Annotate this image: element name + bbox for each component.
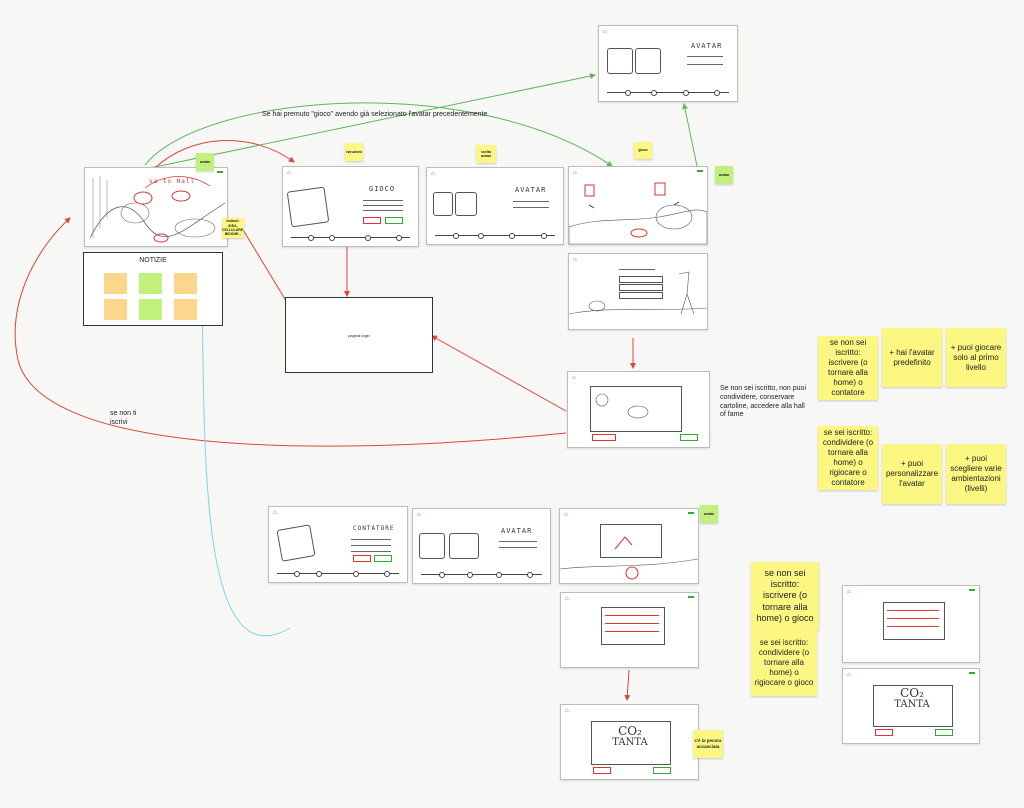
note-nr-2: + hai l'avatar predefinito <box>882 328 942 387</box>
sticky-bottoni: bottoni: IDEA, CELLULARE, BIDONE... <box>221 218 245 238</box>
contatore-title: CONTATORE <box>353 525 395 532</box>
avatar-top-title: AVATAR <box>691 42 723 50</box>
istruzioni-red-button[interactable] <box>363 217 381 224</box>
sticky-scelta-avatar: scelta avatar <box>476 145 496 163</box>
sticky-gioco: gioco <box>634 142 652 159</box>
arrow-notizie-to-contatore <box>201 296 291 637</box>
annotation-not-registered: Se non sei iscritto, non puoi condivider… <box>720 385 806 419</box>
notizie-card[interactable] <box>174 299 197 320</box>
note-r-1: se sei iscritto: condividere (o tornare … <box>818 426 878 490</box>
notizie-box: NOTIZIE <box>83 252 223 326</box>
co2-frame: CO₂ TANTA <box>560 704 699 780</box>
home-tag <box>217 171 223 173</box>
note-r-2: + puoi personalizzare l'avatar <box>882 444 942 504</box>
arrow-home-to-avatar-top <box>149 73 596 169</box>
scelta-avatar-title: AVATAR <box>515 186 547 194</box>
sticky-avatar-right: avatar <box>715 166 733 184</box>
note-bottom-r: se sei iscritto: condividere (o tornare … <box>751 630 817 696</box>
lines-frame <box>560 592 699 668</box>
annotation-gioco-selected: Se hai premuto "gioco" avendo già selezi… <box>262 111 488 118</box>
result-frame <box>567 371 710 448</box>
arrow-result-to-home <box>14 217 567 447</box>
notizie-card[interactable] <box>104 299 127 320</box>
gioco-frame <box>568 166 708 245</box>
question-frame <box>568 253 708 330</box>
note-nr-3: + puoi giocare solo al primo livello <box>946 328 1006 387</box>
scelta-avatar-frame: AVATAR <box>426 167 564 245</box>
sticky-avatar-top: avatar <box>196 153 214 171</box>
arrow-home-to-istruzioni <box>154 139 295 169</box>
notizie-card[interactable] <box>139 299 162 320</box>
arrow-result-to-login <box>431 335 567 412</box>
contatore-frame: CONTATORE <box>268 506 408 583</box>
notizie-title: NOTIZIE <box>139 257 167 264</box>
home-frame: va to Hall <box>84 167 228 247</box>
note-r-3: + puoi scegliere varie ambientazioni (li… <box>946 444 1006 504</box>
avatar-bottom-title: AVATAR <box>501 527 533 535</box>
annotation-not-subscribe: se non ti iscrivi <box>110 410 137 426</box>
gioco-bottom-frame <box>559 508 699 584</box>
avatar-bottom-frame: AVATAR <box>412 508 551 584</box>
istruzioni-frame: GIOCO <box>282 166 419 247</box>
istruzioni-slider[interactable] <box>291 235 410 241</box>
sticky-pecora: c'è la pecora accasciata <box>693 730 723 758</box>
arrow-home-to-gioco <box>144 102 613 167</box>
note-nr-1: se non sei iscritto: iscrivere (o tornar… <box>818 336 878 400</box>
home-sketch <box>89 176 226 243</box>
istruzioni-title: GIOCO <box>369 185 396 193</box>
arrow-gioco-to-avatar-top <box>682 103 698 167</box>
co2-text: CO₂ <box>618 724 642 738</box>
note-bottom-nr: se non sei iscritto: iscrivere (o tornar… <box>751 562 819 630</box>
tanta-text: TANTA <box>612 736 648 748</box>
notizie-card[interactable] <box>174 273 197 294</box>
istruzioni-green-button[interactable] <box>385 217 403 224</box>
co2-right-frame: CO₂ TANTA <box>842 668 980 744</box>
pagina-login-box: pagina login <box>285 297 433 373</box>
avatar-top-frame: AVATAR <box>598 25 738 102</box>
pagina-login-label: pagina login <box>348 332 370 338</box>
gioco-right-frame <box>842 585 980 663</box>
sticky-avatar-bottom: avatar <box>700 505 718 523</box>
home-hall-label: va to Hall <box>149 178 196 185</box>
arrow-lower-gioco-to-co2 <box>624 669 631 701</box>
notizie-card[interactable] <box>104 273 127 294</box>
notizie-card[interactable] <box>139 273 162 294</box>
sticky-istruzioni: istruzioni <box>345 143 363 161</box>
